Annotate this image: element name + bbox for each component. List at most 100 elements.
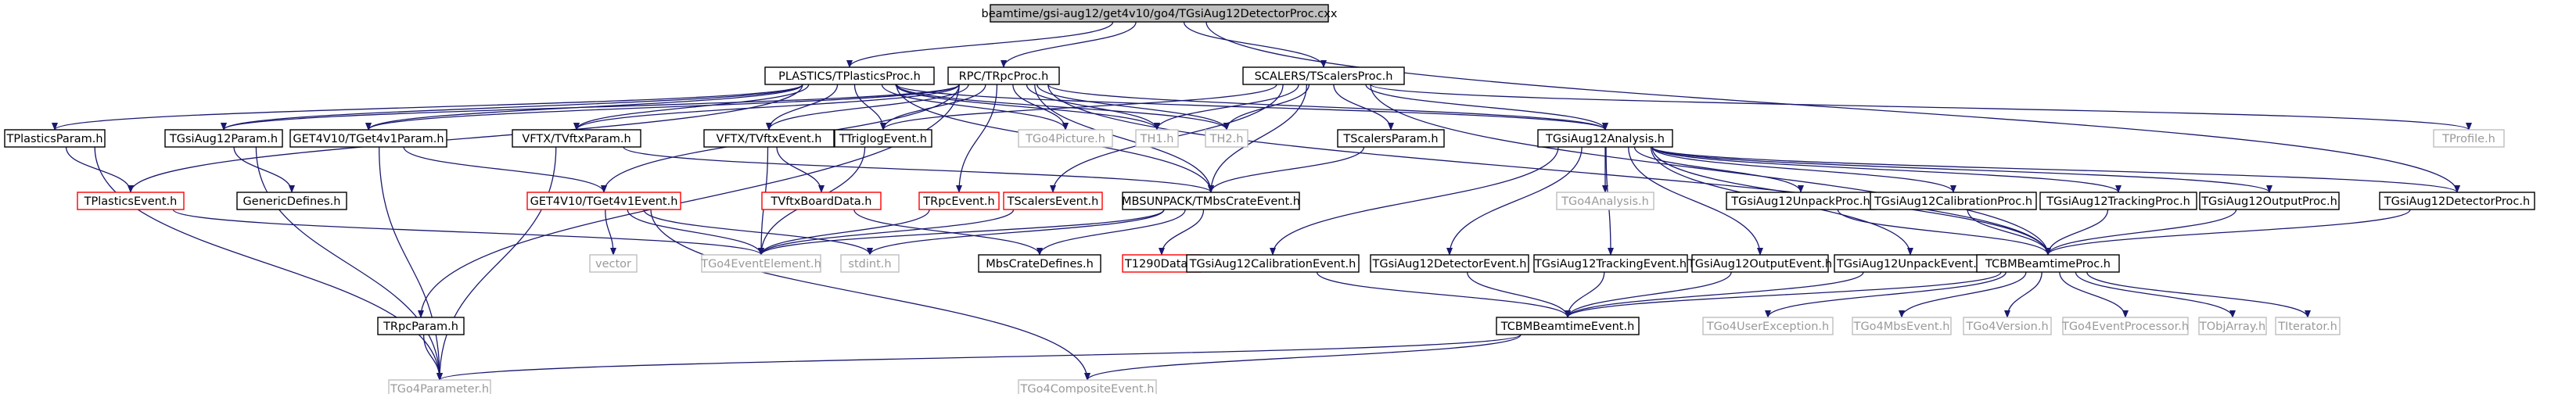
edge-scalers_proc-to-gsi_analysis	[1365, 84, 1608, 131]
node-rpc-event[interactable]: TRpcEvent.h	[918, 192, 1000, 210]
node-label: TGo4UserException.h	[1706, 321, 1829, 333]
node-box	[589, 254, 638, 273]
node-generic-defines[interactable]: GenericDefines.h	[236, 192, 347, 210]
node-label: VFTX/TVftxParam.h	[522, 133, 631, 145]
node-box	[1003, 192, 1103, 210]
edge-cbm_proc-to-go4_version	[2004, 271, 2042, 318]
edge-root-to-gsi_detector_proc	[1205, 21, 2460, 193]
node-label: TGsiAug12OutputEvent.h	[1687, 258, 1832, 270]
node-gsi-output-proc[interactable]: TGsiAug12OutputProc.h	[2199, 192, 2340, 210]
node-get4-param[interactable]: GET4V10/TGet4v1Param.h	[289, 129, 447, 148]
node-titerator[interactable]: TIterator.h	[2275, 317, 2341, 335]
node-mbs-crate-defines[interactable]: MbsCrateDefines.h	[978, 254, 1101, 273]
node-user-exception[interactable]: TGo4UserException.h	[1702, 317, 1834, 335]
node-vector[interactable]: vector	[589, 254, 638, 273]
node-label: TGsiAug12TrackingProc.h	[2046, 195, 2190, 208]
edge-gsi_analysis-to-gsi_calib_event	[1270, 146, 1559, 256]
node-vftx-board[interactable]: TVftxBoardData.h	[761, 192, 882, 210]
node-tobjarray[interactable]: TObjArray.h	[2198, 317, 2267, 335]
node-gsi-analysis[interactable]: TGsiAug12Analysis.h	[1537, 129, 1673, 148]
node-label: beamtime/gsi-aug12/get4v10/go4/TGsiAug12…	[982, 8, 1338, 20]
node-cbm-event[interactable]: TCBMBeamtimeEvent.h	[1496, 317, 1640, 335]
edge-gsi_analysis-to-gsi_output_proc	[1651, 146, 2272, 193]
node-gsi-tracking-event[interactable]: TGsiAug12TrackingEvent.h	[1533, 254, 1688, 273]
node-rpc-proc[interactable]: RPC/TRpcProc.h	[947, 66, 1060, 85]
edge-rpc_proc-to-get4_param	[365, 84, 960, 131]
edge-gsi_analysis-to-gsi_calib_proc	[1651, 146, 1956, 193]
node-label: TObjArray.h	[2199, 321, 2265, 333]
node-label: TGo4Picture.h	[1025, 133, 1105, 145]
node-box	[289, 129, 447, 148]
edge-scalers_proc-to-th1	[1154, 84, 1299, 131]
node-gsi-output-event[interactable]: TGsiAug12OutputEvent.h	[1687, 254, 1832, 273]
edge-rpc_proc-to-rpc_event	[956, 84, 998, 193]
edge-get4_event-to-vector	[605, 209, 616, 256]
edge-rpc_event-to-go4_event_element	[758, 209, 930, 256]
node-box	[1691, 254, 1829, 273]
node-go4-analysis[interactable]: TGo4Analysis.h	[1556, 192, 1654, 210]
node-gsi-unpack-event[interactable]: TGsiAug12UnpackEvent.h	[1834, 254, 1987, 273]
node-gsi-detector-proc[interactable]: TGsiAug12DetectorProc.h	[2379, 192, 2535, 210]
node-plastics-event[interactable]: TPlasticsEvent.h	[77, 192, 185, 210]
edge-gsi_analysis-to-gsi_output_event	[1628, 146, 1763, 256]
node-label: TProfile.h	[2441, 133, 2495, 145]
node-get4-event[interactable]: GET4V10/TGet4v1Event.h	[526, 192, 681, 210]
node-box	[77, 192, 185, 210]
node-label: stdint.h	[848, 258, 891, 270]
node-gsi-param[interactable]: TGsiAug12Param.h	[164, 129, 283, 148]
edge-get4_event-to-go4_event_element	[627, 209, 764, 256]
node-stdint[interactable]: stdint.h	[840, 254, 900, 273]
node-rpc-param[interactable]: TRpcParam.h	[377, 317, 465, 335]
edge-cbm_proc-to-titerator	[2086, 271, 2311, 318]
node-label: TH1.h	[1140, 133, 1174, 145]
node-label: TGsiAug12Param.h	[169, 133, 278, 145]
node-mbs-event[interactable]: TGo4MbsEvent.h	[1852, 317, 1952, 335]
node-box	[1556, 192, 1654, 210]
edge-get4_event-to-composite_event	[650, 209, 1090, 381]
node-box	[2275, 317, 2341, 335]
node-box	[840, 254, 900, 273]
node-th2[interactable]: TH2.h	[1205, 129, 1248, 148]
node-tprofile[interactable]: TProfile.h	[2433, 129, 2505, 148]
node-root[interactable]: beamtime/gsi-aug12/get4v10/go4/TGsiAug12…	[982, 4, 1338, 23]
node-composite-event[interactable]: TGo4CompositeEvent.h	[1018, 379, 1157, 394]
node-box	[377, 317, 465, 335]
node-box	[388, 379, 491, 394]
node-label: TCBMBeamtimeProc.h	[1985, 258, 2111, 270]
node-go4-parameter[interactable]: TGo4Parameter.h	[388, 379, 491, 394]
node-gsi-unpack-proc[interactable]: TGsiAug12UnpackProc.h	[1726, 192, 1876, 210]
node-scalers-event[interactable]: TScalersEvent.h	[1003, 192, 1103, 210]
node-scalers-param[interactable]: TScalersParam.h	[1337, 129, 1445, 148]
edge-cbm_event-to-go4_parameter	[437, 334, 1522, 381]
node-scalers-proc[interactable]: SCALERS/TScalersProc.h	[1242, 66, 1405, 85]
node-plastics-proc[interactable]: PLASTICS/TPlasticsProc.h	[764, 66, 935, 85]
node-triglog[interactable]: TTriglogEvent.h	[834, 129, 932, 148]
node-box	[4, 129, 106, 148]
node-plastics-param[interactable]: TPlasticsParam.h	[4, 129, 106, 148]
node-go4picture[interactable]: TGo4Picture.h	[1018, 129, 1113, 148]
node-label: RPC/TRpcProc.h	[959, 70, 1049, 83]
node-go4-event-element[interactable]: TGo4EventElement.h	[700, 254, 821, 273]
node-box	[1976, 254, 2120, 273]
node-go4-version[interactable]: TGo4Version.h	[1963, 317, 2052, 335]
node-vftx-param[interactable]: VFTX/TVftxParam.h	[512, 129, 641, 148]
node-gsi-detector-event[interactable]: TGsiAug12DetectorEvent.h	[1370, 254, 1529, 273]
node-vftx-event[interactable]: VFTX/TVftxEvent.h	[703, 129, 835, 148]
node-box	[2062, 317, 2189, 335]
node-box	[2199, 192, 2340, 210]
node-label: SCALERS/TScalersProc.h	[1255, 70, 1393, 83]
node-gsi-calib-proc[interactable]: TGsiAug12CalibrationProc.h	[1870, 192, 2037, 210]
node-event-processor[interactable]: TGo4EventProcessor.h	[2061, 317, 2189, 335]
node-label: TGo4Parameter.h	[390, 383, 489, 394]
node-label: TGsiAug12OutputProc.h	[2201, 195, 2337, 208]
node-th1[interactable]: TH1.h	[1135, 129, 1179, 148]
edges-layer	[52, 21, 2472, 381]
edge-root-to-plastics_proc	[846, 21, 1114, 68]
node-gsi-tracking-proc[interactable]: TGsiAug12TrackingProc.h	[2039, 192, 2197, 210]
edge-rpc_proc-to-vftx_event	[766, 84, 969, 131]
node-box	[2039, 192, 2197, 210]
node-gsi-calib-event[interactable]: TGsiAug12CalibrationEvent.h	[1186, 254, 1360, 273]
node-label: TRpcParam.h	[383, 321, 458, 333]
node-mbs-crate-event[interactable]: MBSUNPACK/TMbsCrateEvent.h	[1122, 192, 1300, 210]
node-cbm-proc[interactable]: TCBMBeamtimeProc.h	[1976, 254, 2120, 273]
